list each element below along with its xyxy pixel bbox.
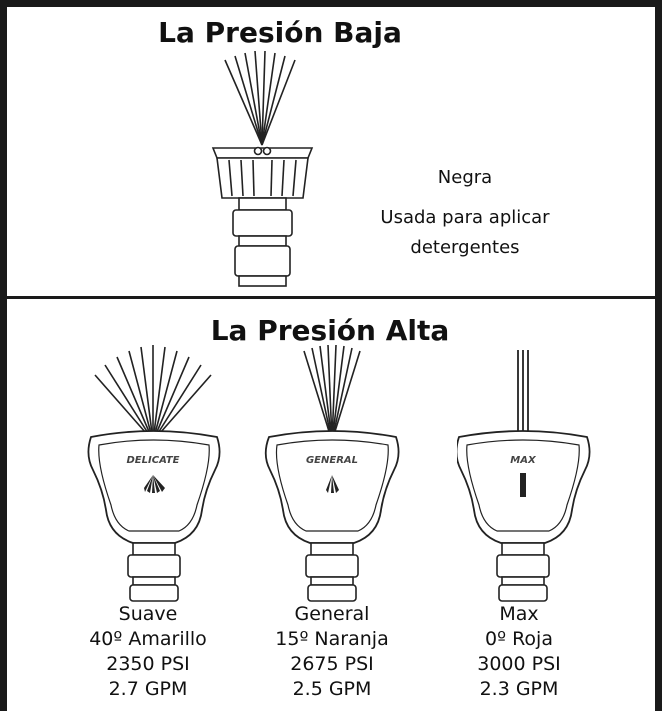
nozzle-psi: 2350 PSI: [106, 653, 190, 675]
general-nozzle-caption: General 15º Naranja 2675 PSI 2.5 GPM: [247, 602, 417, 702]
nozzle-psi: 3000 PSI: [477, 653, 561, 675]
low-nozzle-use: Usada para aplicar detergentes: [380, 207, 550, 258]
nozzle-label-text: GENERAL: [306, 455, 358, 466]
nozzle-fitting: [305, 542, 359, 602]
nozzle-label-text: DELICATE: [127, 455, 180, 466]
low-pressure-heading: La Presión Baja: [158, 16, 402, 49]
nozzle-gpm: 2.7 GPM: [108, 678, 188, 700]
high-pressure-heading: La Presión Alta: [210, 314, 450, 347]
nozzle-name: Max: [499, 603, 539, 625]
nozzle-psi: 2675 PSI: [290, 653, 374, 675]
suave-nozzle-illustration: DELICATE: [87, 345, 221, 602]
nozzle-body: [211, 146, 314, 287]
spray-emblem: [144, 475, 165, 493]
nozzle-fitting: [127, 542, 181, 602]
section-divider: [7, 296, 655, 299]
spray-lines: [303, 345, 361, 442]
spray-lines: [94, 345, 212, 442]
spray-emblem: [520, 473, 526, 497]
nozzle-name: Suave: [118, 603, 178, 625]
nozzle-fitting: [496, 542, 550, 602]
nozzle-angle-color: 0º Roja: [485, 628, 553, 650]
suave-nozzle-caption: Suave 40º Amarillo 2350 PSI 2.7 GPM: [63, 602, 233, 702]
nozzle-angle-color: 15º Naranja: [275, 628, 389, 650]
nozzle-gpm: 2.3 GPM: [479, 678, 559, 700]
nozzle-gpm: 2.5 GPM: [292, 678, 372, 700]
spray-lines: [224, 50, 296, 146]
low-nozzle-color: Negra: [437, 167, 493, 188]
nozzle-label-text: MAX: [510, 455, 537, 466]
max-nozzle-caption: Max 0º Roja 3000 PSI 2.3 GPM: [434, 602, 604, 702]
nozzle-name: General: [294, 603, 370, 625]
spray-emblem: [326, 475, 339, 493]
low-pressure-nozzle-illustration: [211, 50, 314, 287]
spray-lines: [517, 350, 529, 441]
max-nozzle-illustration: MAX: [457, 350, 591, 602]
nozzle-angle-color: 40º Amarillo: [89, 628, 207, 650]
general-nozzle-illustration: GENERAL: [264, 345, 400, 602]
